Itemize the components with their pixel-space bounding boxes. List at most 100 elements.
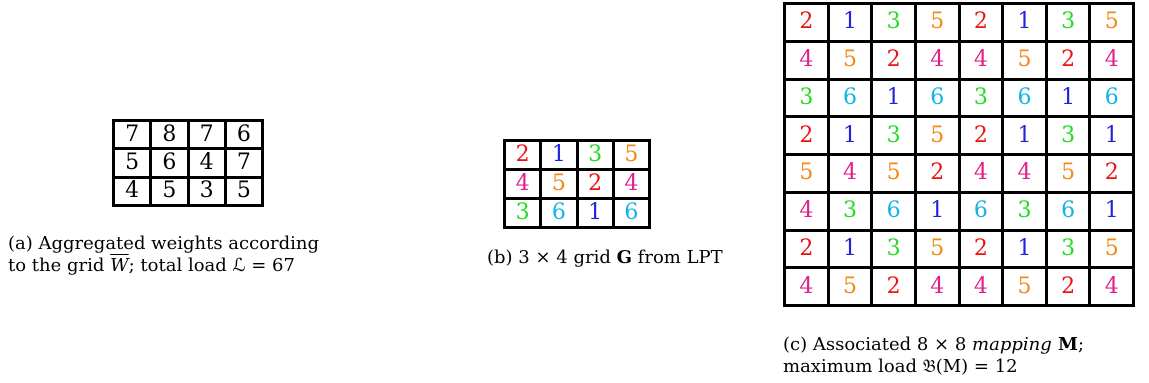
grid-cell: 2 bbox=[1044, 39, 1092, 81]
grid-cell: 5 bbox=[913, 115, 961, 156]
grid-cell: 4 bbox=[913, 266, 961, 307]
grid-cell: 3 bbox=[575, 139, 615, 171]
grid-cell: 6 bbox=[957, 190, 1005, 232]
grid-cell: 6 bbox=[539, 197, 579, 229]
grid-cell: 6 bbox=[913, 77, 961, 119]
grid-cell: 3 bbox=[502, 197, 543, 229]
grid-cell: 5 bbox=[611, 139, 652, 171]
grid-cell: 8 bbox=[149, 118, 190, 151]
grid-cell: 6 bbox=[1044, 190, 1092, 232]
grid-cell: 4 bbox=[957, 39, 1005, 81]
grid-cell: 4 bbox=[186, 147, 227, 179]
grid-cell: 3 bbox=[1044, 228, 1092, 270]
grid-cell: 2 bbox=[502, 139, 543, 171]
grid-cell: 5 bbox=[1088, 2, 1135, 43]
grid-cell: 3 bbox=[870, 2, 917, 43]
grid-cell: 6 bbox=[223, 118, 265, 151]
grid-cell: 4 bbox=[1088, 39, 1135, 81]
grid-cell: 7 bbox=[111, 118, 153, 151]
grid-cell: 2 bbox=[870, 266, 917, 307]
grid-cell: 2 bbox=[1044, 266, 1092, 307]
grid-cell: 5 bbox=[223, 175, 265, 208]
caption-a-line2: to the grid W; total load ℒ = 67 bbox=[8, 255, 295, 276]
grid-cell: 5 bbox=[913, 2, 961, 43]
caption-c-line2: maximum load 𝔅(M) = 12 bbox=[783, 356, 1018, 377]
grid-cell: 1 bbox=[1088, 190, 1135, 232]
grid-cell: 4 bbox=[826, 153, 874, 194]
grid-cell: 4 bbox=[783, 266, 830, 307]
grid-cell: 3 bbox=[870, 115, 917, 156]
grid-cell: 5 bbox=[826, 266, 874, 307]
grid-cell: 1 bbox=[1001, 115, 1048, 156]
grid-cell: 5 bbox=[1044, 153, 1092, 194]
grid-cell: 4 bbox=[502, 168, 543, 200]
grid-cell: 2 bbox=[783, 2, 830, 43]
grid-cell: 1 bbox=[1001, 2, 1048, 43]
grid-cell: 6 bbox=[1001, 77, 1048, 119]
grid-cell: 1 bbox=[1088, 115, 1135, 156]
grid-cell: 7 bbox=[186, 118, 227, 151]
grid-cell: 2 bbox=[783, 115, 830, 156]
grid-cell: 5 bbox=[149, 175, 190, 208]
grid-cell: 1 bbox=[826, 115, 874, 156]
grid-cell: 4 bbox=[783, 39, 830, 81]
grid-cell: 6 bbox=[870, 190, 917, 232]
grid-cell: 5 bbox=[913, 228, 961, 270]
grid-cell: 5 bbox=[1088, 228, 1135, 270]
grid-cell: 3 bbox=[1044, 2, 1092, 43]
grid-cell: 7 bbox=[223, 147, 265, 179]
grid-cell: 1 bbox=[575, 197, 615, 229]
grid-cell: 2 bbox=[870, 39, 917, 81]
caption-a-line1: (a) Aggregated weights according bbox=[8, 233, 320, 254]
grid-cell: 4 bbox=[957, 266, 1005, 307]
grid-cell: 1 bbox=[826, 228, 874, 270]
grid-cell: 3 bbox=[826, 190, 874, 232]
grid-cell: 6 bbox=[611, 197, 652, 229]
grid-cell: 1 bbox=[1001, 228, 1048, 270]
grid-cell: 4 bbox=[1088, 266, 1135, 307]
grid-cell: 2 bbox=[913, 153, 961, 194]
grid-cell: 4 bbox=[611, 168, 652, 200]
grid-cell: 5 bbox=[870, 153, 917, 194]
grid-cell: 4 bbox=[1001, 153, 1048, 194]
grid-cell: 6 bbox=[1088, 77, 1135, 119]
grid-cell: 4 bbox=[111, 175, 153, 208]
grid-cell: 1 bbox=[826, 2, 874, 43]
grid-cell: 1 bbox=[870, 77, 917, 119]
grid-cell: 2 bbox=[957, 2, 1005, 43]
grid-cell: 2 bbox=[957, 115, 1005, 156]
grid-cell: 3 bbox=[783, 77, 830, 119]
caption-a: (a) Aggregated weights according to the … bbox=[8, 233, 319, 277]
grid-cell: 4 bbox=[957, 153, 1005, 194]
caption-c-line1: (c) Associated 8 × 8 mapping M; bbox=[783, 334, 1085, 355]
grid-cell: 5 bbox=[539, 168, 579, 200]
grid-cell: 4 bbox=[913, 39, 961, 81]
grid-cell: 5 bbox=[1001, 266, 1048, 307]
grid-cell: 1 bbox=[539, 139, 579, 171]
caption-c: (c) Associated 8 × 8 mapping M; maximum … bbox=[783, 334, 1084, 378]
grid-cell: 4 bbox=[783, 190, 830, 232]
grid-cell: 2 bbox=[575, 168, 615, 200]
grid-cell: 3 bbox=[186, 175, 227, 208]
grid-cell: 6 bbox=[149, 147, 190, 179]
grid-cell: 6 bbox=[826, 77, 874, 119]
grid-cell: 5 bbox=[826, 39, 874, 81]
grid-cell: 5 bbox=[1001, 39, 1048, 81]
grid-cell: 2 bbox=[1088, 153, 1135, 194]
grid-cell: 3 bbox=[1001, 190, 1048, 232]
grid-cell: 5 bbox=[783, 153, 830, 194]
